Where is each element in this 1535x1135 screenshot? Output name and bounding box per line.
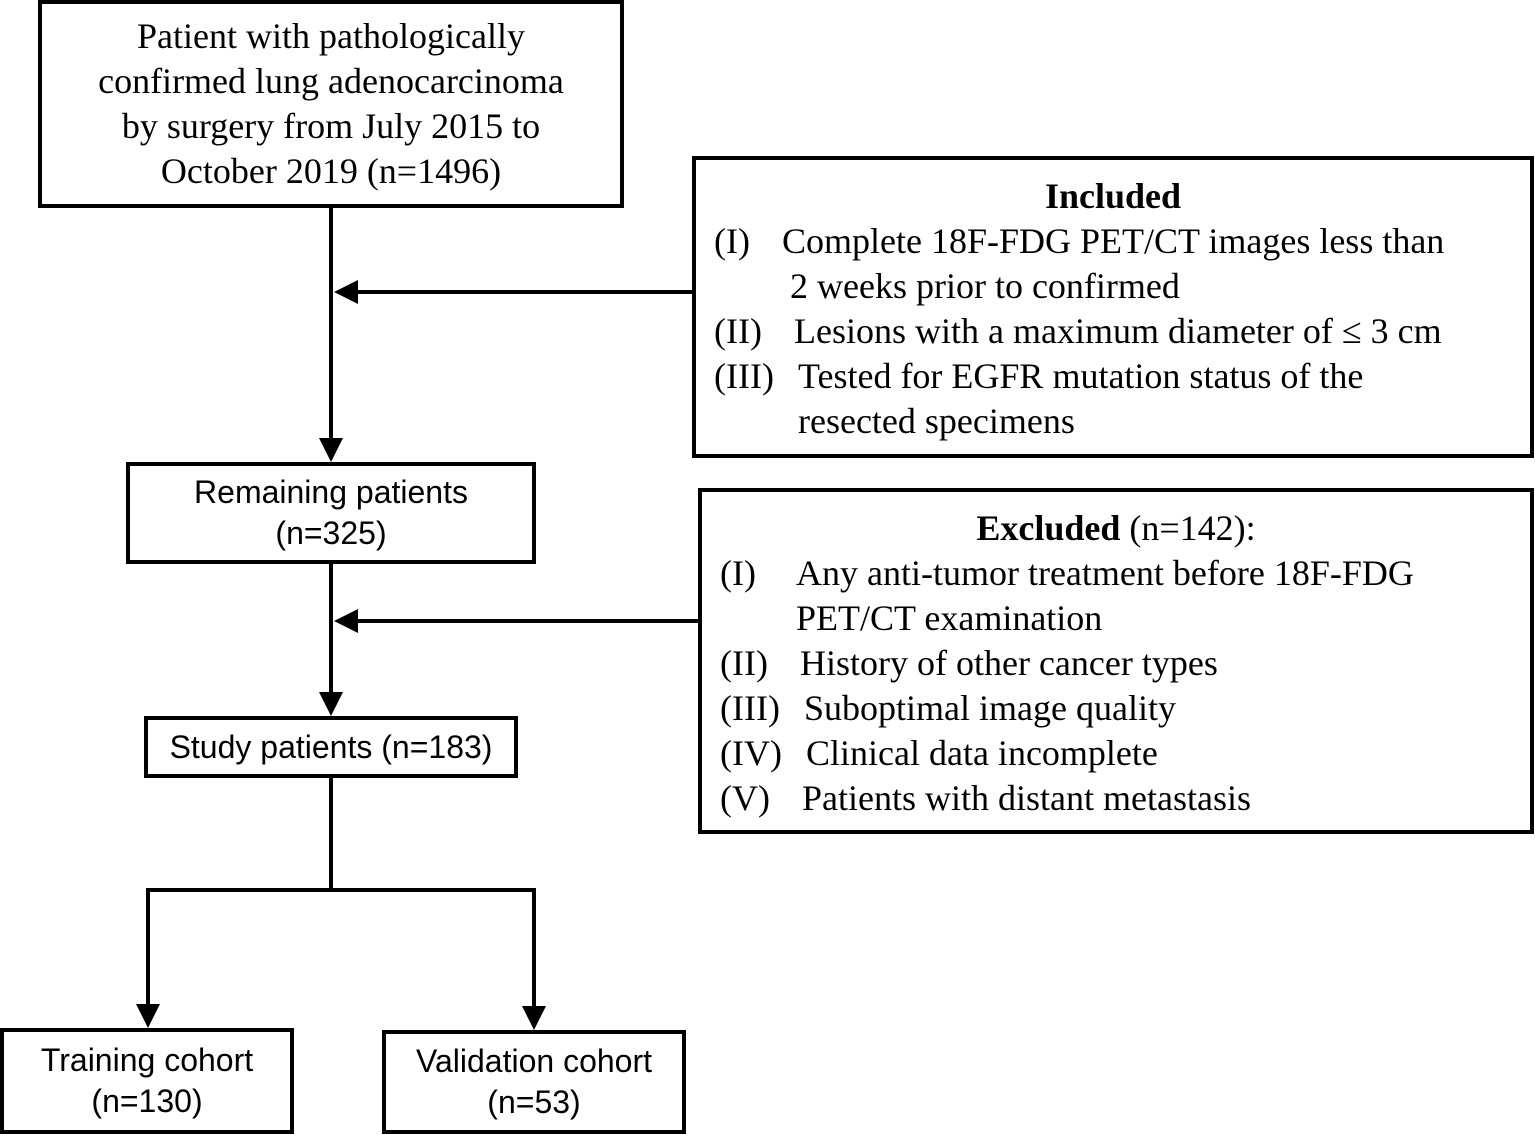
- exclusion-criteria-box: Excluded (n=142): (I) Any anti-tumor tre…: [698, 488, 1534, 834]
- inclusion-heading: Included: [1044, 176, 1182, 216]
- exclusion-item-5-text: Patients with distant metastasis: [802, 778, 1251, 818]
- source-line-1: Patient with pathologically: [137, 16, 525, 56]
- inclusion-item-1-text: Complete 18F-FDG PET/CT images less than: [782, 221, 1445, 261]
- exclusion-item-4-text: Clinical data incomplete: [806, 733, 1158, 773]
- exclusion-item-1: (I) Any anti-tumor treatment before 18F-…: [720, 551, 1530, 596]
- source-line-4: October 2019 (n=1496): [160, 151, 502, 191]
- exclusion-item-1-marker: (I): [720, 553, 756, 593]
- inclusion-item-3-marker: (III): [714, 356, 774, 396]
- exclusion-heading: Excluded (n=142):: [720, 506, 1530, 551]
- remaining-patients-label: Remaining patients: [194, 474, 468, 510]
- exclusion-item-3: (III) Suboptimal image quality: [720, 686, 1530, 731]
- inclusion-item-1-continued: 2 weeks prior to confirmed: [790, 266, 1180, 306]
- inclusion-item-2-marker: (II): [714, 311, 762, 351]
- exclusion-heading-label: Excluded: [976, 508, 1121, 548]
- validation-cohort-label: Validation cohort: [416, 1043, 652, 1079]
- exclusion-item-5-marker: (V): [720, 778, 770, 818]
- training-cohort-label: Training cohort: [40, 1042, 254, 1078]
- training-cohort-count: (n=130): [91, 1083, 203, 1119]
- exclusion-item-2-text: History of other cancer types: [800, 643, 1218, 683]
- validation-cohort-box: Validation cohort (n=53): [382, 1030, 686, 1134]
- inclusion-item-3: (III) Tested for EGFR mutation status of…: [714, 354, 1530, 399]
- inclusion-criteria-box: Included (I) Complete 18F-FDG PET/CT ima…: [692, 156, 1534, 458]
- exclusion-item-4: (IV) Clinical data incomplete: [720, 731, 1530, 776]
- exclusion-item-1-continued: PET/CT examination: [796, 598, 1103, 638]
- inclusion-item-2: (II) Lesions with a maximum diameter of …: [714, 309, 1530, 354]
- source-line-3: by surgery from July 2015 to: [121, 106, 541, 146]
- study-patients-box: Study patients (n=183): [144, 716, 518, 778]
- inclusion-item-1: (I) Complete 18F-FDG PET/CT images less …: [714, 219, 1530, 264]
- source-line-2: confirmed lung adenocarcinoma: [98, 61, 564, 101]
- source-box: Patient with pathologically confirmed lu…: [38, 0, 624, 208]
- study-patients-label: Study patients (n=183): [169, 728, 493, 765]
- remaining-patients-count: (n=325): [275, 515, 387, 551]
- inclusion-item-2-text: Lesions with a maximum diameter of ≤ 3 c…: [794, 311, 1442, 351]
- exclusion-item-3-text: Suboptimal image quality: [804, 688, 1176, 728]
- inclusion-item-1-marker: (I): [714, 221, 750, 261]
- exclusion-item-4-marker: (IV): [720, 733, 782, 773]
- exclusion-item-2-marker: (II): [720, 643, 768, 683]
- exclusion-item-1-text: Any anti-tumor treatment before 18F-FDG: [796, 553, 1414, 593]
- exclusion-item-3-marker: (III): [720, 688, 780, 728]
- exclusion-item-2: (II) History of other cancer types: [720, 641, 1530, 686]
- validation-cohort-count: (n=53): [487, 1084, 581, 1120]
- remaining-patients-box: Remaining patients (n=325): [126, 462, 536, 564]
- inclusion-item-3-continued: resected specimens: [798, 401, 1075, 441]
- inclusion-item-3-text: Tested for EGFR mutation status of the: [798, 356, 1364, 396]
- training-cohort-box: Training cohort (n=130): [0, 1028, 294, 1134]
- exclusion-item-5: (V) Patients with distant metastasis: [720, 776, 1530, 821]
- exclusion-count: (n=142):: [1120, 508, 1256, 548]
